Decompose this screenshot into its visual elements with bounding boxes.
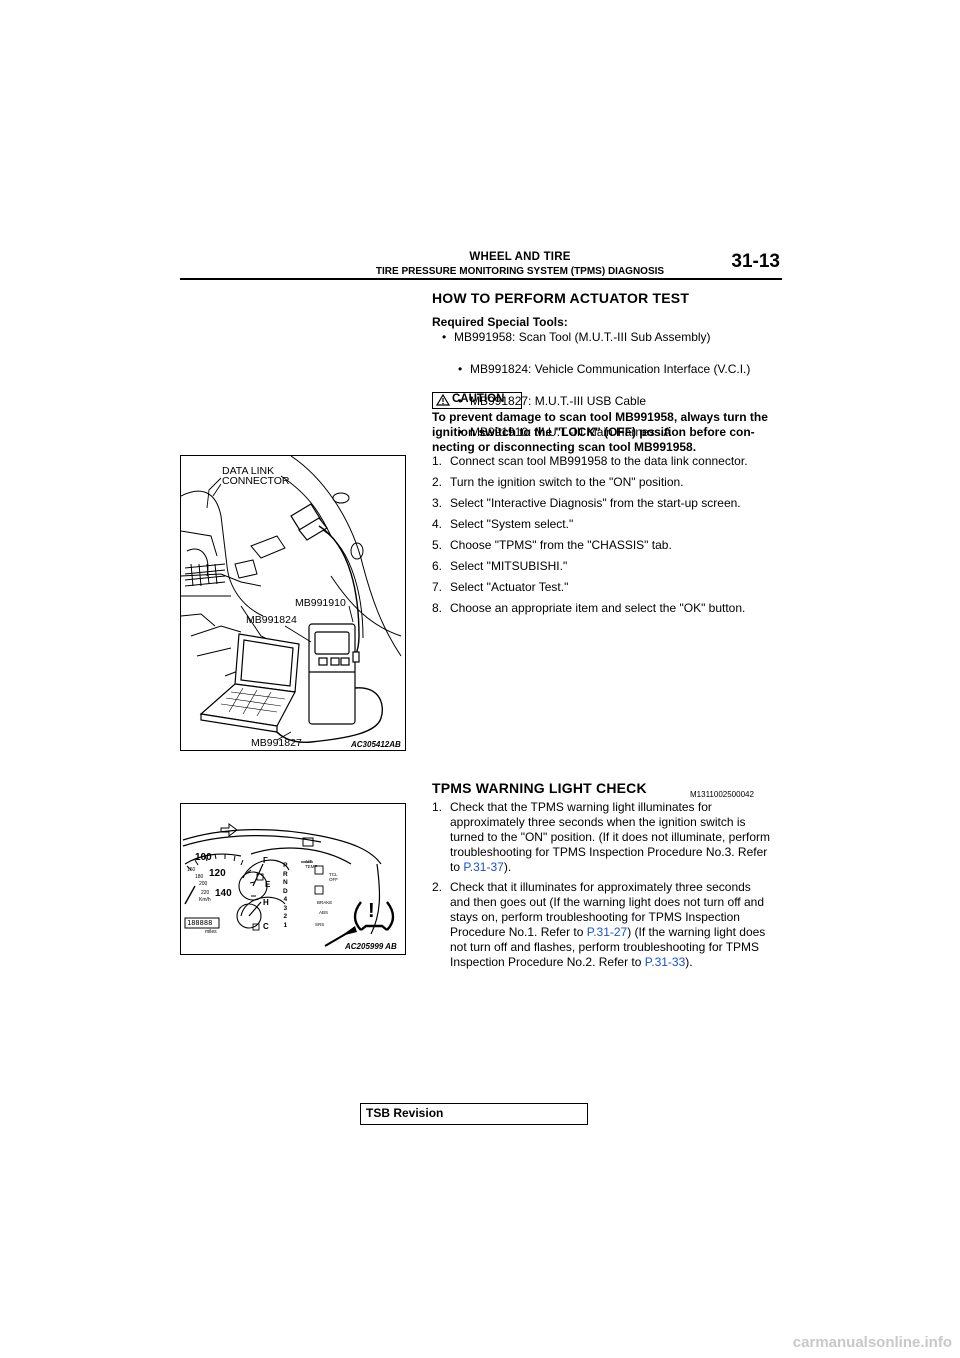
speed-160: 160 bbox=[187, 867, 196, 873]
speed-140: 140 bbox=[215, 888, 232, 899]
check-step-text: troubleshooting for TPMS Inspection Proc… bbox=[450, 845, 768, 859]
speed-100: 100 bbox=[195, 852, 212, 863]
caution-box bbox=[432, 392, 522, 409]
tool-item: MB991824: Vehicle Communication Interfac… bbox=[456, 361, 960, 377]
cluster-illustration bbox=[182, 823, 395, 947]
page-link[interactable]: P.31-27 bbox=[586, 925, 628, 939]
tool-item: MB991910: M.U.T.-III Main Harness A bbox=[456, 424, 960, 440]
check-step-text: and then goes out (If the warning light … bbox=[450, 895, 764, 909]
callout-mb991824: MB991824 bbox=[246, 614, 297, 626]
check-step-text: turned to the "ON" position. (If it does… bbox=[450, 830, 771, 844]
figure-code: AC205999 AB bbox=[345, 942, 397, 951]
odometer-unit: miles bbox=[205, 929, 217, 935]
step-item: 4.Select "System select." bbox=[432, 517, 574, 531]
scan-tool-illustration bbox=[181, 456, 402, 743]
check-step-text: to P.31-37). bbox=[450, 860, 512, 874]
brake-indicator: BRAKE bbox=[317, 900, 333, 905]
speed-unit: Km/h bbox=[199, 897, 211, 903]
check-step-number: 1. bbox=[432, 800, 443, 814]
at-temp-indicator: A/T TEMP bbox=[305, 859, 318, 869]
step-item: 2.Turn the ignition switch to the "ON" p… bbox=[432, 475, 684, 489]
srs-indicator: SRS bbox=[315, 922, 325, 927]
header-rule bbox=[180, 278, 782, 280]
instrument-cluster-figure: 100 120 140 160 180 200 220 Km/h 188888 … bbox=[180, 803, 406, 955]
callout-connector: CONNECTOR bbox=[222, 475, 290, 487]
tcl-off-indicator: TCL OFF bbox=[329, 872, 338, 882]
caution-text: necting or disconnecting scan tool MB991… bbox=[432, 440, 697, 454]
check-step-text: approximately three seconds when the ign… bbox=[450, 815, 746, 829]
speed-220: 220 bbox=[201, 890, 210, 896]
tool-item: MB991958: Scan Tool (M.U.T.-III Sub Asse… bbox=[440, 329, 960, 345]
speed-180: 180 bbox=[195, 874, 204, 880]
tsb-revision-box bbox=[360, 1103, 588, 1125]
abs-indicator: ABS bbox=[319, 910, 329, 915]
section-title: WHEEL AND TIRE bbox=[469, 251, 571, 263]
caution-text: To prevent damage to scan tool MB991958,… bbox=[432, 410, 768, 424]
reference-code: M1311002500042 bbox=[690, 790, 754, 799]
warning-check-heading: TPMS WARNING LIGHT CHECK bbox=[432, 780, 647, 796]
figure-code: AC305412AB bbox=[351, 740, 401, 749]
check-step-text: Inspection Procedure No.2. Refer to P.31… bbox=[450, 955, 693, 969]
check-step-text: Check that it illuminates for approximat… bbox=[450, 880, 751, 894]
fuel-empty: E bbox=[265, 880, 271, 889]
step-item: 8.Choose an appropriate item and select … bbox=[432, 601, 746, 615]
page-link[interactable]: P.31-33 bbox=[644, 955, 686, 969]
step-item: 1.Connect scan tool MB991958 to the data… bbox=[432, 454, 748, 468]
speed-120: 120 bbox=[209, 868, 226, 879]
check-step-text: Check that the TPMS warning light illumi… bbox=[450, 800, 712, 814]
check-step-text: Procedure No.1. Refer to P.31-27) (If th… bbox=[450, 925, 766, 939]
temp-cold: C bbox=[263, 922, 269, 931]
callout-mb991910: MB991910 bbox=[295, 597, 346, 609]
check-step-number: 2. bbox=[432, 880, 443, 894]
warning-triangle-icon bbox=[436, 394, 450, 406]
actuator-test-heading: HOW TO PERFORM ACTUATOR TEST bbox=[432, 290, 690, 306]
odometer: 188888 bbox=[187, 919, 213, 927]
check-step-text: stays on, perform troubleshooting for TP… bbox=[450, 910, 740, 924]
check-step-text: not turn off and flashes, perform troubl… bbox=[450, 940, 760, 954]
section-subtitle: TIRE PRESSURE MONITORING SYSTEM (TPMS) D… bbox=[375, 266, 665, 277]
callout-data-link: DATA LINK bbox=[222, 465, 275, 477]
fuel-full: F bbox=[263, 856, 268, 865]
caution-label: CAUTION bbox=[452, 393, 505, 405]
temp-hot: H bbox=[263, 898, 269, 907]
gear-indicator: P R N D 4 3 2 1 bbox=[283, 862, 288, 929]
page-number: 31-13 bbox=[731, 251, 780, 272]
tool-item: MB991827: M.U.T.-III USB Cable bbox=[456, 393, 960, 409]
actuator-steps: 1.Connect scan tool MB991958 to the data… bbox=[432, 453, 782, 621]
step-item: 5.Choose "TPMS" from the "CHASSIS" tab. bbox=[432, 538, 672, 552]
step-item: 3.Select "Interactive Diagnosis" from th… bbox=[432, 496, 741, 510]
page-link[interactable]: P.31-37 bbox=[463, 860, 504, 874]
tsb-revision-label: TSB Revision bbox=[366, 1106, 444, 1120]
caution-text: ignition switch to the "LOCK" (OFF) posi… bbox=[432, 425, 755, 439]
scan-tool-connection-figure: DATA LINK CONNECTOR MB991910 MB991824 MB… bbox=[180, 455, 406, 751]
step-item: 6.Select "MITSUBISHI." bbox=[432, 559, 568, 573]
watermark: carmanualsonline.info bbox=[792, 1334, 952, 1351]
step-item: 7.Select "Actuator Test." bbox=[432, 580, 569, 594]
callout-mb991827: MB991827 bbox=[251, 737, 302, 749]
tpms-warning-icon: ! bbox=[368, 900, 375, 922]
tools-label: Required Special Tools: bbox=[432, 315, 568, 329]
speed-200: 200 bbox=[199, 881, 208, 887]
